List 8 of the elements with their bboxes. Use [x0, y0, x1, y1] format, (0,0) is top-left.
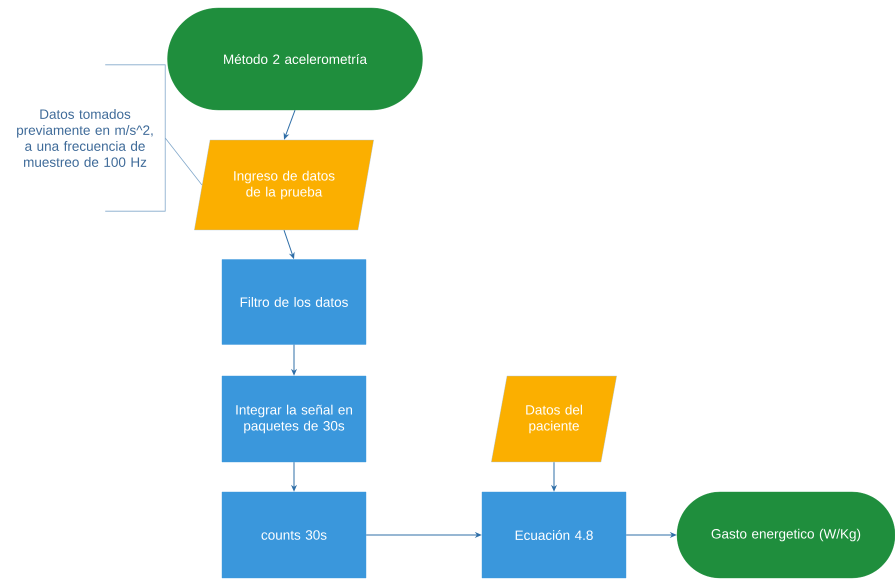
leader-line [164, 138, 202, 186]
process-box: Ecuación 4.8 [482, 492, 626, 578]
input-parallelogram: Datos del paciente [491, 376, 617, 462]
process-box: Integrar la señal en paquetes de 30s [222, 376, 366, 462]
process-box: counts 30s [222, 492, 366, 578]
annotation-note: Datos tomados previamente en m/s^2, a una frecuencia de muestreo de 100 Hz [17, 64, 166, 212]
process-box: Filtro de los datos [222, 259, 366, 345]
input-parallelogram: Ingreso de datos de la prueba [194, 140, 374, 230]
